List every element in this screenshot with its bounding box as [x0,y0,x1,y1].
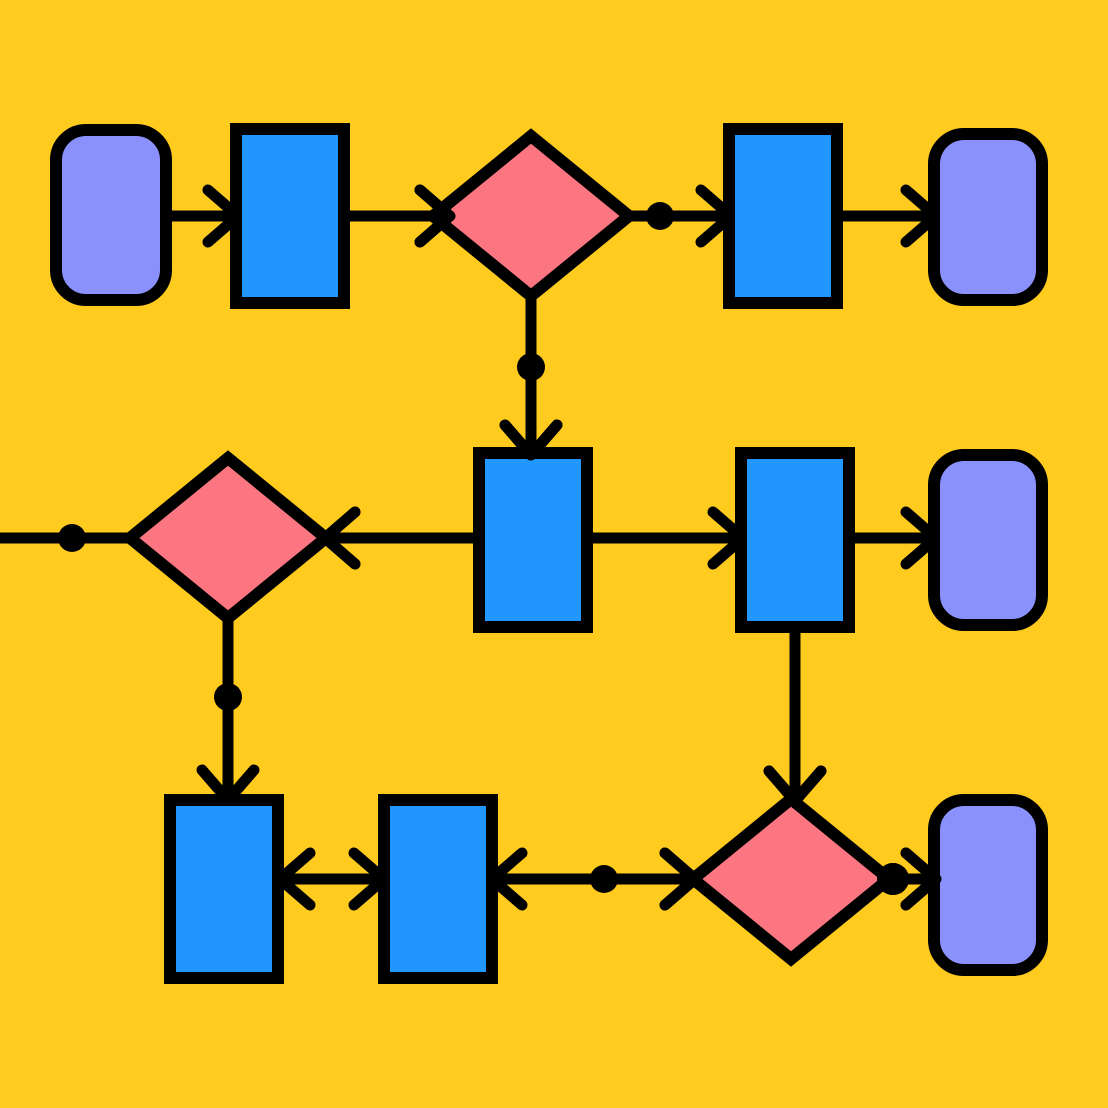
arrowhead-right-icon [659,847,701,911]
node-process-n8[interactable] [735,447,855,633]
node-terminal-n9[interactable] [928,449,1048,631]
junction-dot [58,524,86,552]
arrowhead-down-icon [763,765,827,807]
node-decision-n3[interactable] [423,128,639,304]
arrowhead-right-icon [900,847,942,911]
node-process-n11[interactable] [378,794,498,984]
junction-dot [214,683,242,711]
node-process-n7[interactable] [473,447,593,633]
junction-dot [877,863,909,895]
node-layer [50,123,1048,984]
arrowhead-overlay-layer [319,184,942,911]
node-decision-n12[interactable] [683,791,899,967]
node-terminal-n5[interactable] [928,128,1048,306]
junction-dot [646,202,674,230]
node-process-n2[interactable] [230,123,350,309]
node-decision-n6[interactable] [120,450,336,626]
node-process-n10[interactable] [164,794,284,984]
arrowhead-down-icon [499,419,563,461]
node-terminal-n1[interactable] [50,124,172,306]
node-terminal-n13[interactable] [928,794,1048,976]
arrowhead-left-icon [319,506,361,570]
edge-offcanvas-n6 [0,524,130,552]
junction-dot [590,865,618,893]
node-process-n4[interactable] [723,123,843,309]
junction-dot [517,353,545,381]
arrowhead-right-icon [414,184,456,248]
